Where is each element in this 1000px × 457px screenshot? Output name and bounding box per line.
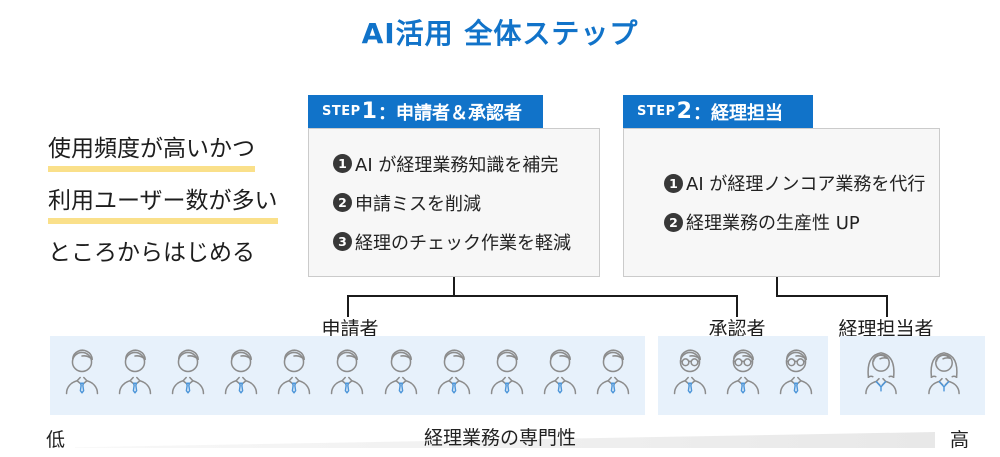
note-line: 利用ユーザー数が多い	[48, 186, 278, 224]
note-line: ところからはじめる	[48, 238, 278, 270]
step-item-text: 経理業務の生産性 UP	[686, 213, 860, 234]
man-tie-icon	[539, 347, 581, 397]
item-number-badge: 1	[333, 154, 352, 173]
note-line-text: 利用ユーザー数が多い	[48, 186, 278, 224]
connector-step2-horizontal	[776, 295, 888, 297]
man-tie-icon	[592, 347, 634, 397]
group-label-approver: 承認者	[708, 318, 766, 340]
left-note: 使用頻度が高いかつ 利用ユーザー数が多い ところからはじめる	[48, 134, 278, 284]
man-tie-icon	[114, 347, 156, 397]
axis-title: 経理業務の専門性	[423, 427, 576, 449]
connector-step1-stem	[453, 277, 455, 297]
axis-low-label: 低	[46, 429, 66, 451]
man-glasses-icon	[669, 347, 711, 397]
group-box-accounting	[840, 336, 985, 415]
item-number-badge: 3	[333, 232, 352, 251]
item-number-badge: 1	[664, 173, 683, 193]
man-tie-icon	[167, 347, 209, 397]
man-tie-icon	[220, 347, 262, 397]
item-number-badge: 2	[664, 212, 683, 232]
man-tie-icon	[380, 347, 422, 397]
page-title: AI活用 全体ステップ	[361, 17, 639, 50]
step1-name: ：申請者＆承認者	[377, 102, 522, 124]
step2-number: 2	[676, 99, 692, 124]
group-box-approver	[658, 336, 828, 415]
woman-icon	[923, 347, 965, 397]
connector-drop-applicant	[347, 295, 349, 317]
group-box-applicant	[50, 336, 645, 415]
step1-number: 1	[361, 99, 377, 124]
connector-drop-accounting	[886, 295, 888, 317]
step-item-text: 申請ミスを削減	[355, 193, 481, 215]
man-tie-icon	[433, 347, 475, 397]
man-glasses-icon	[722, 347, 764, 397]
woman-icon	[860, 347, 902, 397]
connector-step1-horizontal	[347, 295, 738, 297]
group-label-accounting: 経理担当者	[838, 318, 934, 340]
man-tie-icon	[61, 347, 103, 397]
step2-name: ：経理担当	[692, 102, 783, 124]
axis-high-label: 高	[950, 429, 970, 451]
group-label-applicant: 申請者	[321, 318, 379, 340]
man-tie-icon	[486, 347, 528, 397]
note-line-text: 使用頻度が高いかつ	[48, 134, 255, 172]
step-item-text: AI が経理業務知識を補完	[355, 154, 559, 176]
man-tie-icon	[326, 347, 368, 397]
step2-word: STEP	[637, 104, 676, 119]
note-line: 使用頻度が高いかつ	[48, 134, 278, 172]
note-line-text: ところからはじめる	[48, 240, 255, 266]
man-glasses-icon	[775, 347, 817, 397]
step1-word: STEP	[322, 104, 361, 119]
item-number-badge: 2	[333, 193, 352, 212]
connector-drop-approver	[736, 295, 738, 317]
man-tie-icon	[273, 347, 315, 397]
step-item-text: AI が経理ノンコア業務を代行	[686, 174, 926, 195]
connector-step2-stem	[776, 277, 778, 297]
step-item-text: 経理のチェック作業を軽減	[355, 232, 571, 254]
